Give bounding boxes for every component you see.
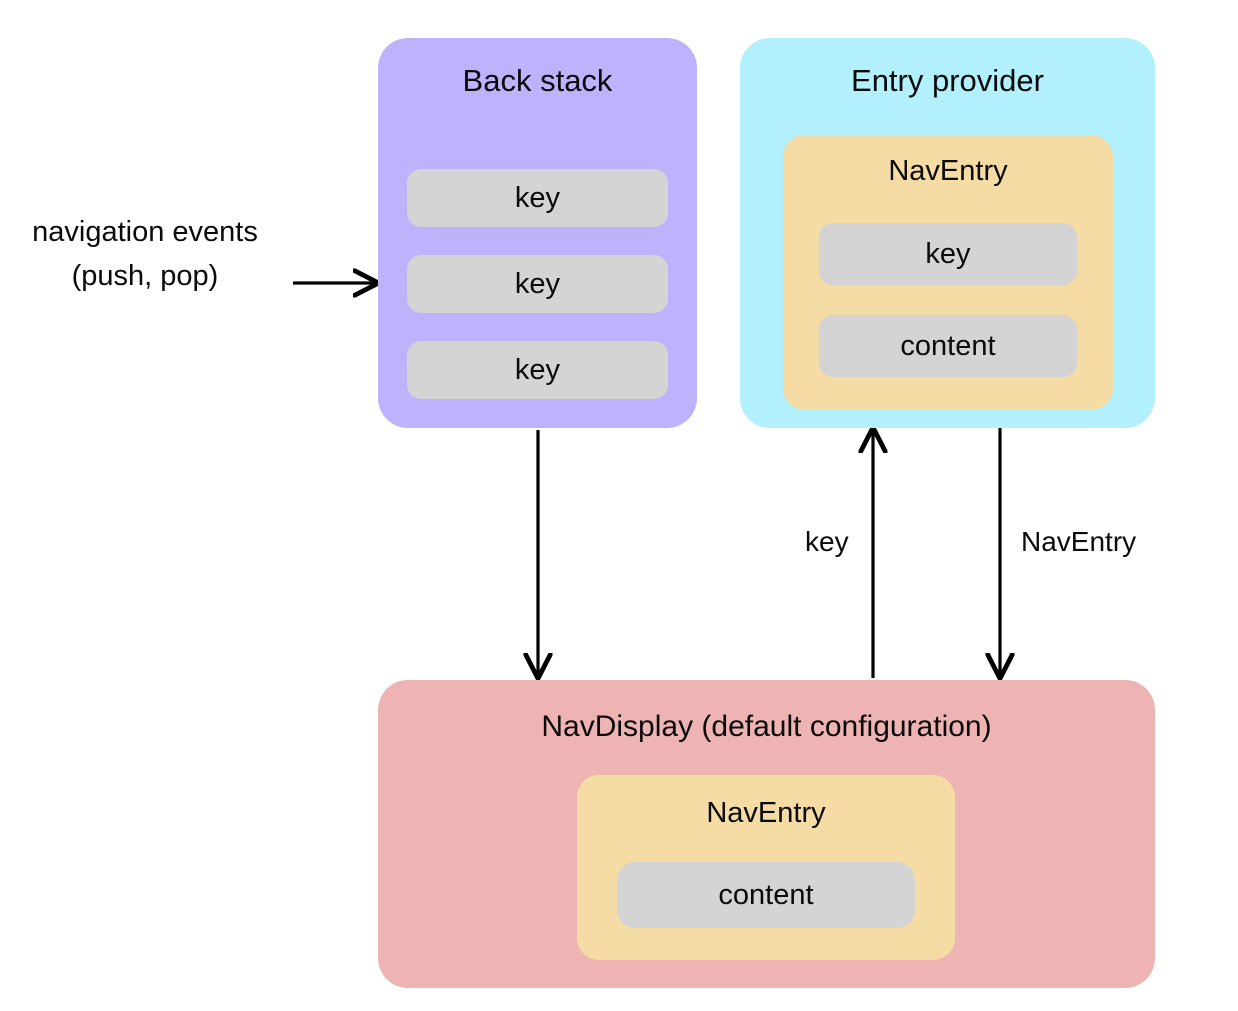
back-stack-title: Back stack: [462, 63, 613, 98]
entry-provider-panel[interactable]: Entry provider NavEntry key content: [740, 38, 1155, 428]
navigation-events-caption: navigation events (push, pop): [10, 210, 280, 298]
entry-provider-nav-entry-title: NavEntry: [888, 155, 1008, 187]
nav-display-nav-entry-box[interactable]: NavEntry content: [577, 775, 955, 960]
nav-display-title: NavDisplay (default configuration): [541, 710, 992, 743]
entry-provider-nav-entry-box[interactable]: NavEntry key content: [783, 135, 1113, 410]
edge-label-key: key: [805, 526, 849, 557]
back-stack-key-chip[interactable]: key: [407, 169, 668, 227]
navigation-events-line1: navigation events: [32, 216, 258, 248]
entry-provider-content-chip[interactable]: content: [819, 315, 1077, 377]
edge-label-naventry: NavEntry: [1021, 526, 1137, 557]
back-stack-panel[interactable]: Back stack key key key: [378, 38, 697, 428]
nav-display-nav-entry-title: NavEntry: [706, 797, 826, 829]
nav-display-content-chip[interactable]: content: [617, 862, 915, 928]
back-stack-key-chip[interactable]: key: [407, 255, 668, 313]
entry-provider-title: Entry provider: [851, 63, 1044, 98]
navigation-events-line2: (push, pop): [71, 260, 219, 292]
back-stack-key-chip[interactable]: key: [407, 341, 668, 399]
entry-provider-key-chip[interactable]: key: [819, 223, 1077, 285]
nav-display-panel[interactable]: NavDisplay (default configuration) NavEn…: [378, 680, 1155, 988]
